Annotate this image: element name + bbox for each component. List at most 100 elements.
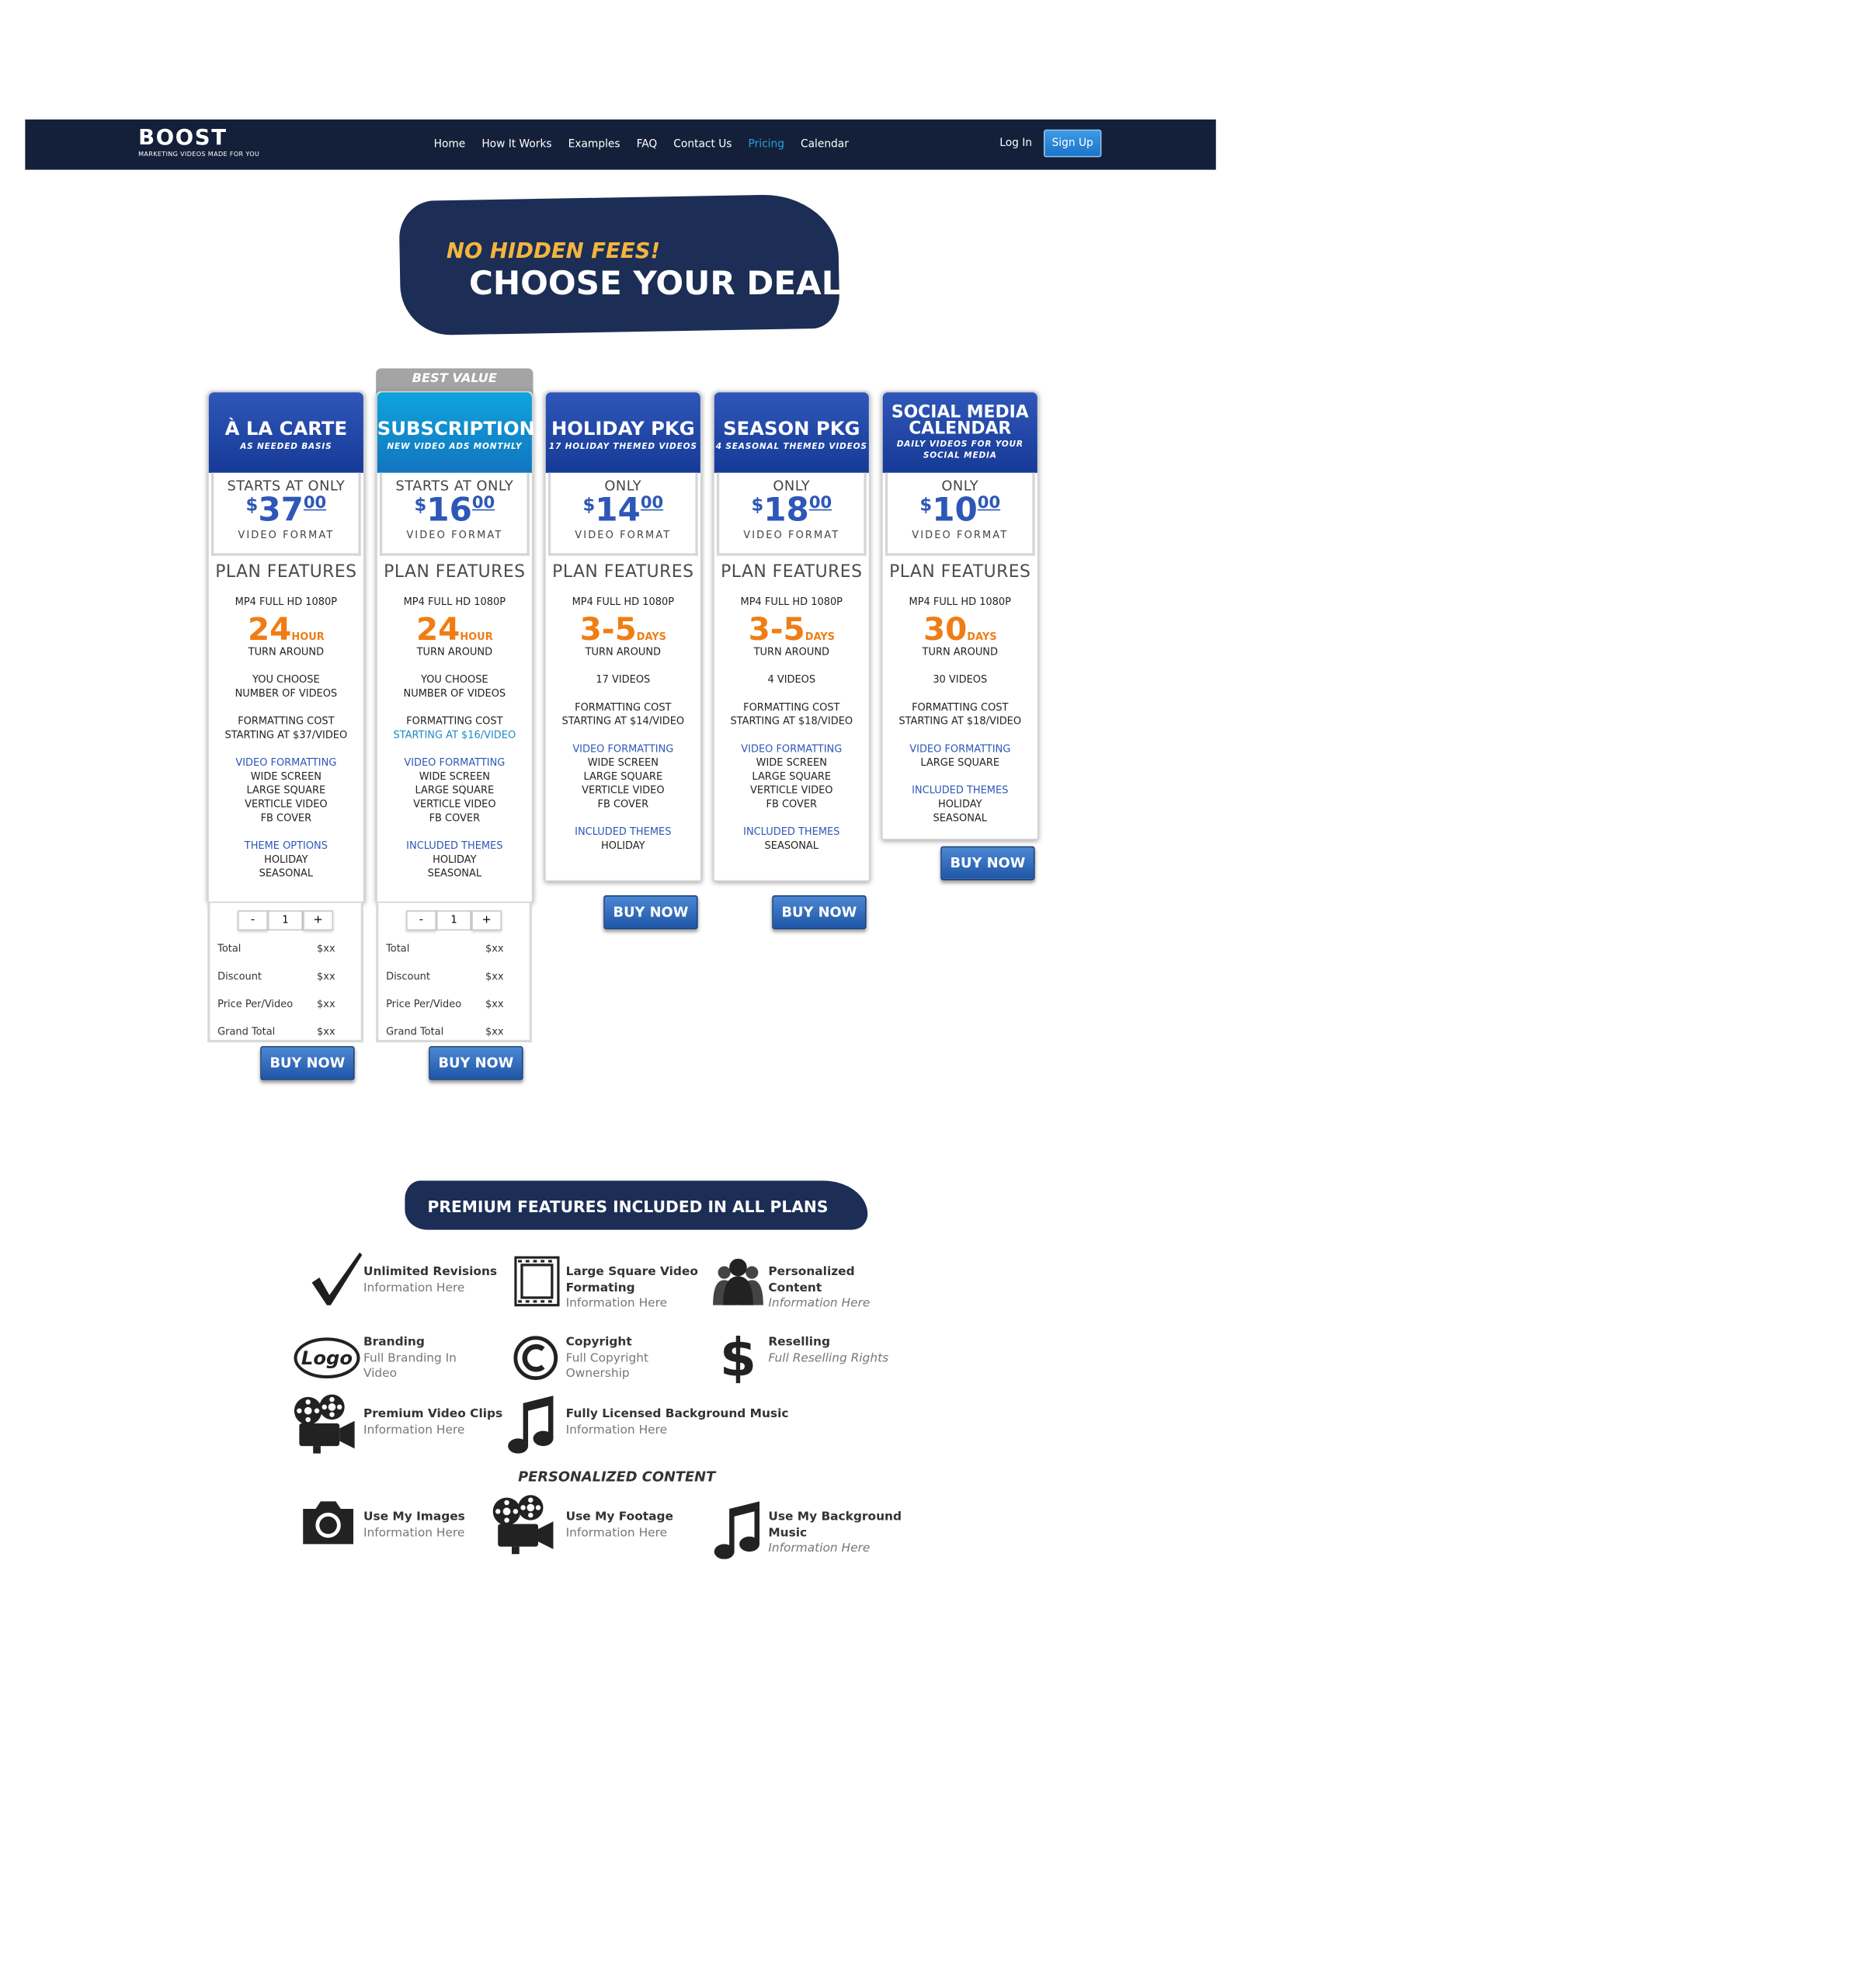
feature-desc: Ownership — [565, 1367, 630, 1381]
decrement-button[interactable]: - — [406, 910, 436, 931]
calculator-row: Discount$xx — [217, 971, 356, 982]
svg-text:$: $ — [720, 1330, 756, 1383]
calculator-value: $xx — [485, 943, 504, 954]
price-prefix: STARTS AT ONLY — [227, 478, 346, 495]
quantity-stepper: -1+ — [406, 910, 502, 931]
plan-feature-line: LARGE SQUARE — [246, 784, 326, 796]
feature-desc: Information Here — [363, 1525, 465, 1540]
nav-link-examples[interactable]: Examples — [568, 138, 620, 151]
turnaround-unit: DAYS — [636, 631, 666, 643]
plan-feature: MP4 FULL HD 1080P — [714, 595, 869, 609]
calculator-value: $xx — [485, 998, 504, 1010]
quantity-input[interactable]: 1 — [436, 910, 472, 931]
premium-feature-video-clips: Premium Video Clips Information Here — [363, 1407, 565, 1438]
turnaround-number: 3-5 — [579, 610, 637, 648]
increment-button[interactable]: + — [303, 910, 334, 931]
plan-subtitle: AS NEEDED BASIS — [209, 441, 363, 451]
plan-feature-line: WIDE SCREEN — [756, 756, 827, 769]
feature-desc: Full Branding In — [363, 1350, 457, 1365]
increment-button[interactable]: + — [471, 910, 502, 931]
buy-now-button-social-media-calendar[interactable]: BUY NOW — [940, 846, 1035, 881]
plan-feature-heading: INCLUDED THEMES — [575, 825, 672, 838]
feature-title: Reselling — [768, 1335, 831, 1350]
plan-feature: MP4 FULL HD 1080P — [377, 595, 532, 609]
turnaround-number: 24 — [415, 610, 461, 648]
nav-link-faq[interactable]: FAQ — [636, 138, 658, 151]
calculator-row: Grand Total$xx — [386, 1026, 524, 1037]
calculator-row: Total $xx — [386, 943, 524, 954]
turnaround-label: TURN AROUND — [248, 646, 325, 658]
plan-feature-line: NUMBER OF VIDEOS — [403, 687, 506, 700]
calculator-value: $xx — [485, 971, 504, 982]
plan-subtitle-line: DAILY VIDEOS FOR YOUR — [896, 439, 1024, 450]
turnaround-number: 30 — [923, 610, 968, 648]
calculator-label: Total — [217, 943, 242, 954]
price-cents: 00 — [303, 494, 327, 513]
plan-feature-line: HOLIDAY — [937, 798, 982, 810]
plan-title: SEASON PKG — [714, 418, 869, 440]
calculator-value: $xx — [317, 943, 335, 954]
plan-feature-line: MP4 FULL HD 1080P — [403, 596, 506, 608]
plan-feature-line: FB COVER — [260, 812, 312, 824]
quantity-input[interactable]: 1 — [267, 910, 304, 931]
signup-button[interactable]: Sign Up — [1043, 129, 1102, 158]
calculator-value: $xx — [317, 1026, 335, 1037]
quantity-stepper: -1+ — [238, 910, 334, 931]
buy-now-button-holiday-pkg[interactable]: BUY NOW — [603, 895, 698, 930]
nav-link-home[interactable]: Home — [433, 138, 466, 151]
premium-feature-large-square: Large Square Video Formating Information… — [566, 1265, 704, 1312]
plan-feature: MP4 FULL HD 1080P — [883, 595, 1037, 609]
price-cents: 00 — [640, 494, 664, 513]
feature-title: Use My Images — [363, 1510, 465, 1524]
feature-title: Premium Video Clips — [363, 1406, 503, 1421]
turnaround-label: TURN AROUND — [416, 646, 493, 658]
nav-link-pricing[interactable]: Pricing — [748, 138, 784, 151]
buy-now-button-season-pkg[interactable]: BUY NOW — [772, 895, 867, 930]
personalized-use-my-music: Use My Background Music Information Here — [768, 1510, 906, 1558]
svg-text:Logo: Logo — [301, 1347, 353, 1369]
buy-now-button-subscription[interactable]: BUY NOW — [429, 1046, 523, 1080]
logo-wordmark: BOOST — [138, 125, 228, 151]
plan-subtitle-line: 17 HOLIDAY THEMED VIDEOS — [548, 441, 697, 452]
price-currency: $ — [582, 495, 596, 516]
feature-desc: Full Copyright — [565, 1350, 649, 1365]
buy-now-button-a-la-carte[interactable]: BUY NOW — [260, 1046, 355, 1080]
plan-feature-line: LARGE SQUARE — [752, 770, 832, 783]
turnaround-label: TURN AROUND — [753, 646, 829, 658]
plan-subtitle-line: NEW VIDEO ADS MONTHLY — [387, 441, 523, 452]
decrement-button[interactable]: - — [238, 910, 268, 931]
plan-feature-heading: VIDEO FORMATTING — [909, 742, 1011, 755]
plan-feature-heading: VIDEO FORMATTING — [235, 756, 337, 769]
film-frame-icon — [514, 1256, 560, 1307]
nav-link-contact-us[interactable]: Contact Us — [673, 138, 732, 151]
logo-tagline: MARKETING VIDEOS MADE FOR YOU — [138, 151, 260, 159]
plan-feature-heading: INCLUDED THEMES — [743, 825, 840, 838]
login-link[interactable]: Log In — [999, 137, 1033, 150]
feature-title: Unlimited Revisions — [363, 1264, 498, 1279]
price-amount: 18 — [763, 492, 809, 530]
hero-heading: CHOOSE YOUR DEAL — [468, 265, 843, 304]
plan-feature-line: HOLIDAY — [264, 853, 308, 866]
plan-feature-line: 17 VIDEOS — [596, 673, 651, 686]
nav-link-calendar[interactable]: Calendar — [801, 138, 849, 151]
music-note-icon — [508, 1395, 554, 1454]
calculator-label: Total — [386, 943, 410, 954]
boost-logo[interactable]: BOOST MARKETING VIDEOS MADE FOR YOU — [138, 127, 269, 160]
plan-feature-line: SEASONAL — [933, 812, 987, 824]
premium-feature-copyright: Copyright Full Copyright Ownership — [566, 1336, 767, 1383]
nav-link-how-it-works[interactable]: How It Works — [481, 138, 552, 151]
turnaround-unit: DAYS — [805, 631, 835, 643]
